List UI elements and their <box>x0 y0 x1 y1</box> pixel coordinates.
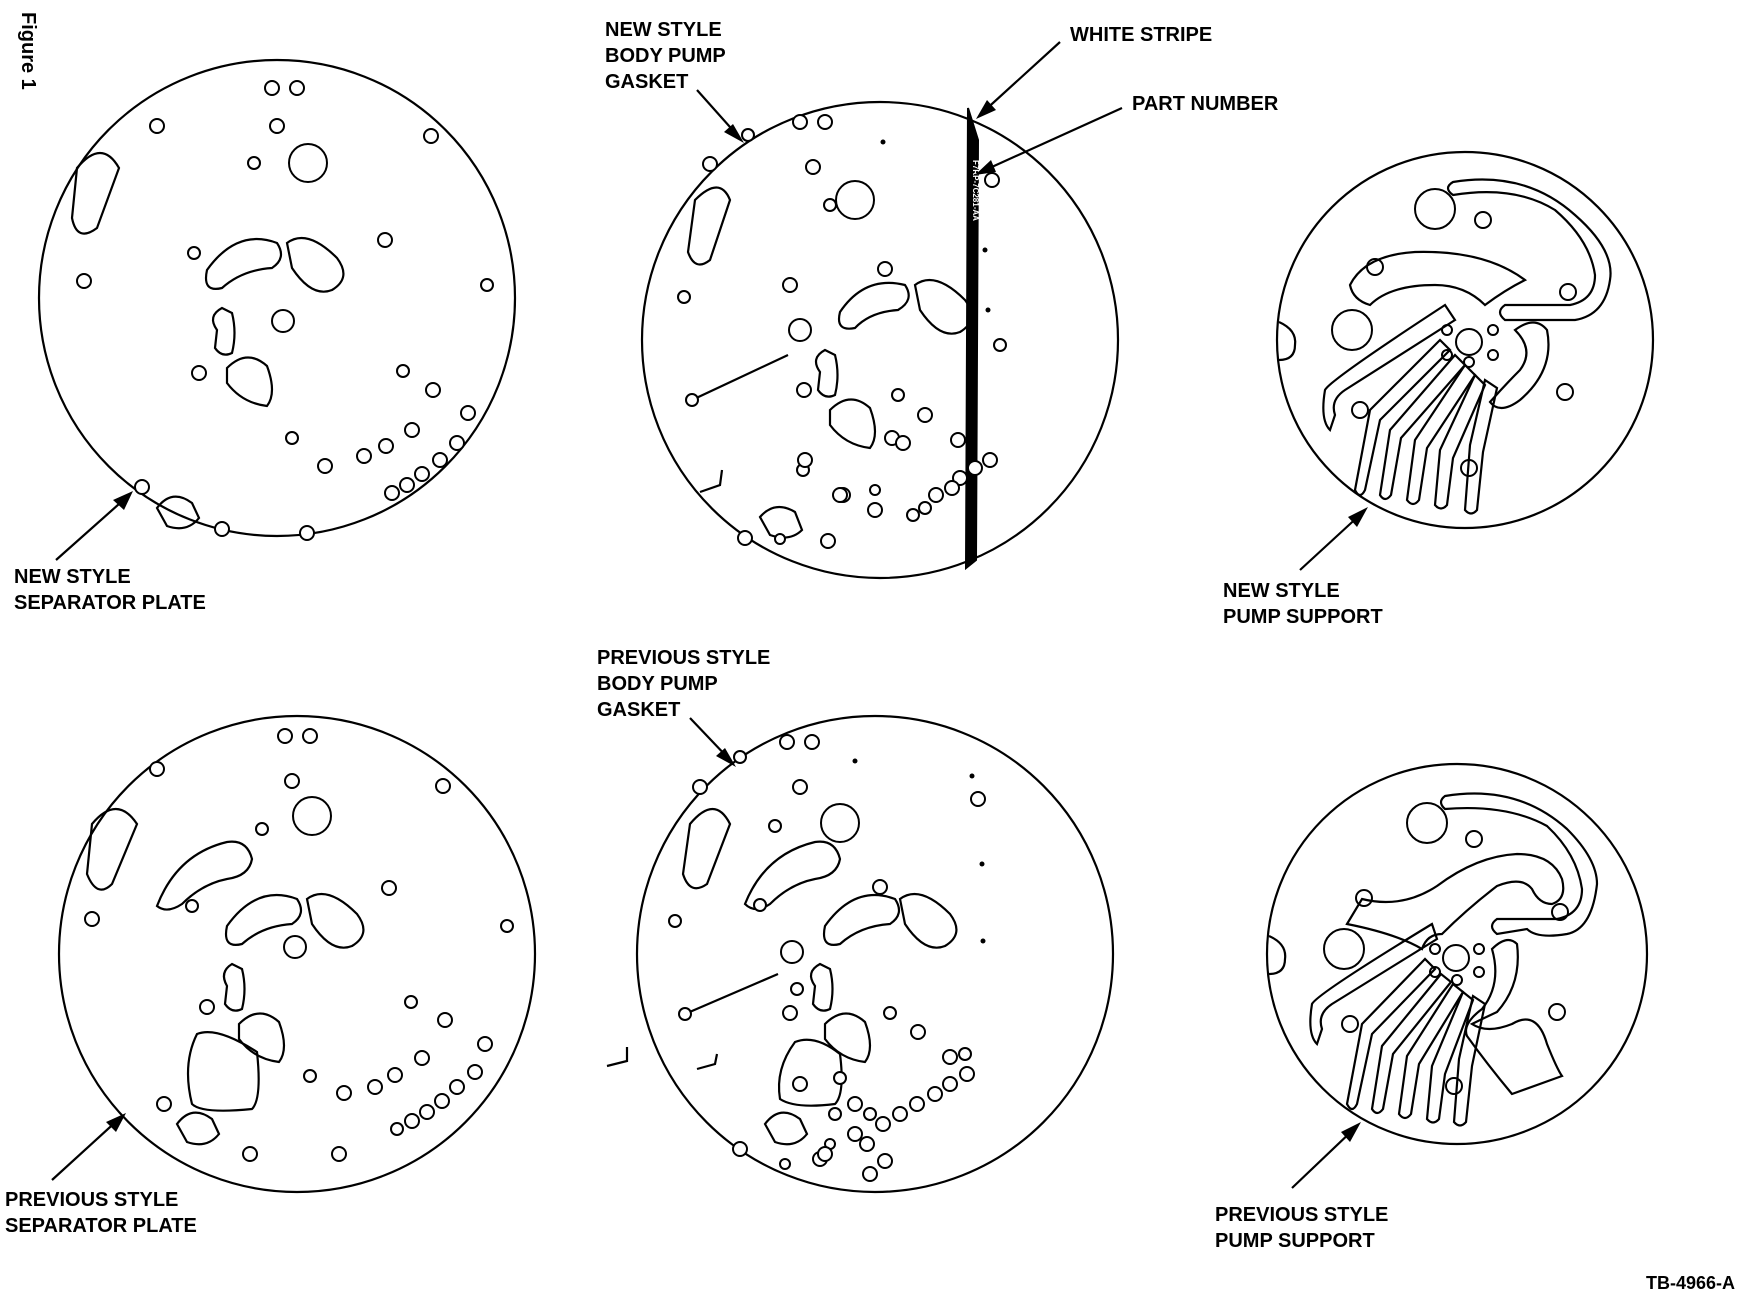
prev-separator-label-1: PREVIOUS STYLE <box>5 1189 178 1211</box>
prev-separator-plate-callout: PREVIOUS STYLE SEPARATOR PLATE <box>5 1113 197 1237</box>
prev-gasket-label-2: BODY PUMP <box>597 673 718 695</box>
white-stripe-label: WHITE STRIPE <box>1070 24 1212 46</box>
new-separator-plate <box>37 58 517 542</box>
new-separator-plate-callout: NEW STYLE SEPARATOR PLATE <box>14 491 206 614</box>
new-gasket-label-3: GASKET <box>605 71 688 93</box>
prev-pump-support <box>1265 762 1649 1146</box>
new-gasket-label-2: BODY PUMP <box>605 45 726 67</box>
new-gasket-callout: NEW STYLE BODY PUMP GASKET <box>605 19 744 143</box>
new-support-callout: NEW STYLE PUMP SUPPORT <box>1223 507 1383 628</box>
prev-gasket-label-3: GASKET <box>597 699 680 721</box>
stripe-part-number: F7RP-7C281-AA <box>971 160 980 221</box>
white-stripe-callout: WHITE STRIPE <box>976 24 1212 119</box>
figure-label: Figure 1 <box>17 12 39 90</box>
new-support-label-1: NEW STYLE <box>1223 580 1340 602</box>
prev-gasket <box>606 714 1115 1194</box>
reference-code: TB-4966-A <box>1646 1273 1735 1293</box>
part-number-callout: PART NUMBER <box>975 93 1279 175</box>
prev-gasket-callout: PREVIOUS STYLE BODY PUMP GASKET <box>597 647 770 767</box>
new-pump-support <box>1275 150 1655 530</box>
new-gasket-label-1: NEW STYLE <box>605 19 722 41</box>
prev-support-label-2: PUMP SUPPORT <box>1215 1230 1375 1252</box>
new-separator-label-2: SEPARATOR PLATE <box>14 592 206 614</box>
part-number-label: PART NUMBER <box>1132 93 1279 115</box>
prev-support-label-1: PREVIOUS STYLE <box>1215 1204 1388 1226</box>
new-support-label-2: PUMP SUPPORT <box>1223 606 1383 628</box>
new-gasket: F7RP-7C281-AA <box>640 100 1120 580</box>
prev-gasket-label-1: PREVIOUS STYLE <box>597 647 770 669</box>
prev-separator-plate <box>57 714 537 1194</box>
prev-separator-label-2: SEPARATOR PLATE <box>5 1215 197 1237</box>
prev-support-callout: PREVIOUS STYLE PUMP SUPPORT <box>1215 1122 1388 1252</box>
stripe-marking-text: F7RP-7C281-AA <box>971 160 980 221</box>
new-separator-label-1: NEW STYLE <box>14 566 131 588</box>
